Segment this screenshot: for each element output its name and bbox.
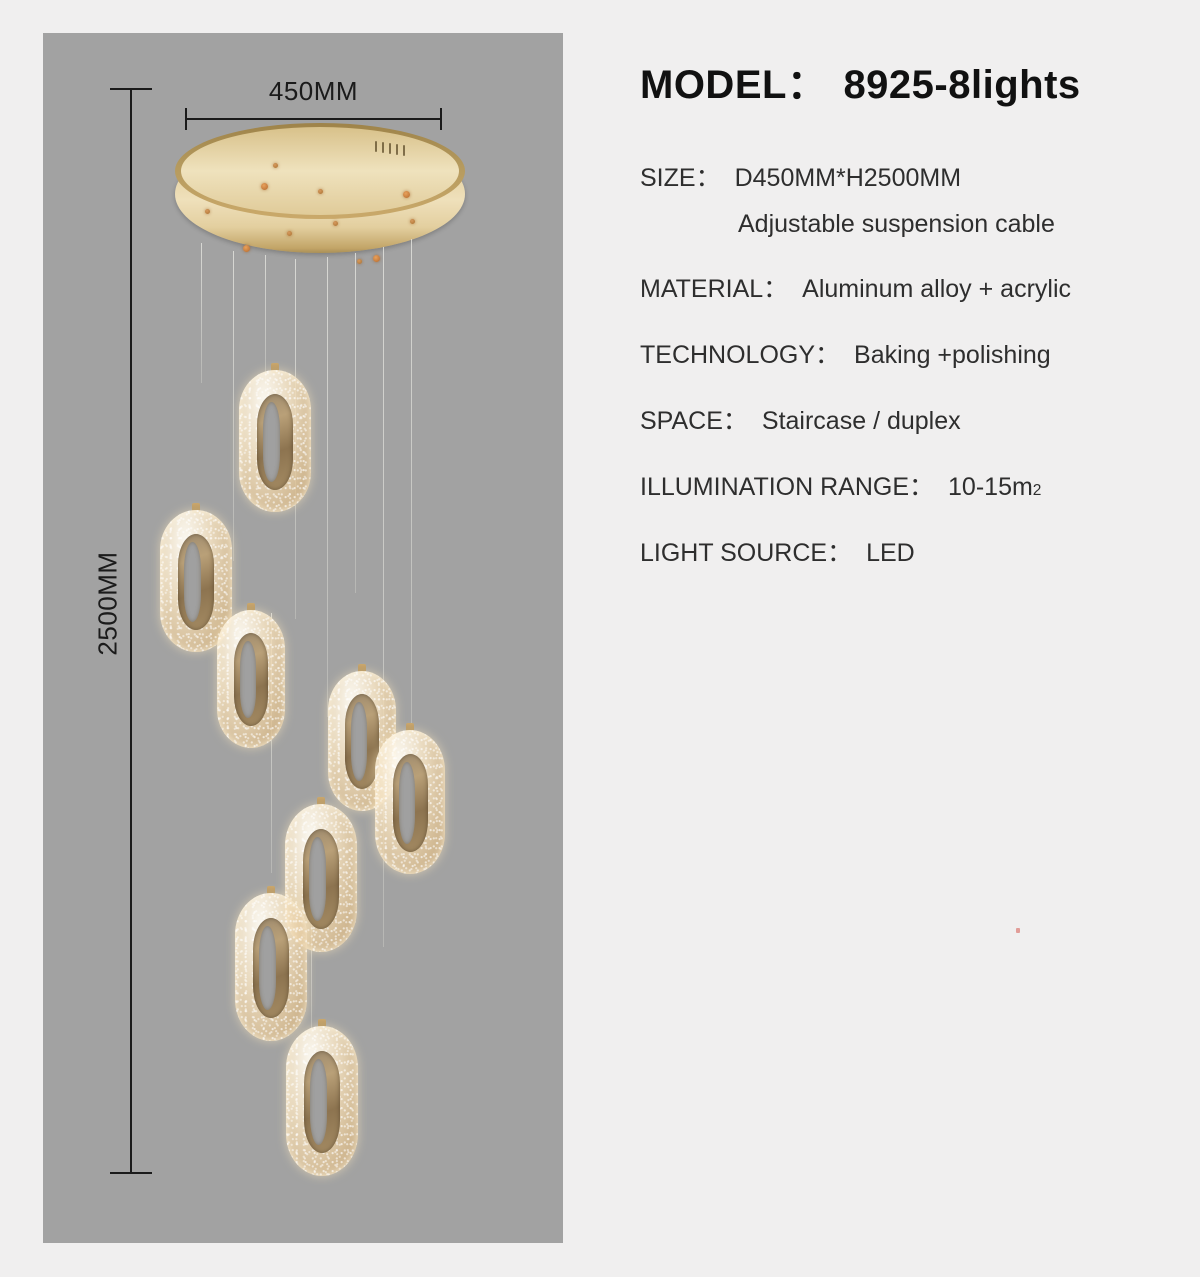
canopy-connector-point bbox=[261, 183, 268, 190]
height-dimension-tick-bottom bbox=[110, 1172, 152, 1174]
spec-key: TECHNOLOGY： bbox=[640, 341, 841, 369]
product-diagram-panel: 450MM 2500MM bbox=[43, 33, 563, 1243]
spec-value: Staircase / duplex bbox=[761, 407, 961, 435]
pendant-opening-void bbox=[259, 926, 276, 1010]
suspension-cable bbox=[271, 613, 272, 873]
image-artifact-speck bbox=[1016, 928, 1020, 933]
canopy-connector-point bbox=[205, 209, 210, 214]
spec-size-continuation: Adjustable suspension cable bbox=[738, 210, 1055, 238]
spec-value: D450MM*H2500MM bbox=[734, 164, 962, 192]
model-title: MODEL： 8925-8lights bbox=[640, 52, 1180, 110]
canopy-connector-point bbox=[243, 245, 250, 252]
pendant-opening-void bbox=[351, 702, 367, 781]
suspension-cable bbox=[411, 239, 412, 749]
canopy-vent-slot bbox=[396, 144, 398, 155]
specification-panel: MODEL：8925-8lights SIZE： D450MM*H2500MM … bbox=[640, 52, 1180, 599]
pendant-cap bbox=[358, 664, 366, 674]
pendant-lamp bbox=[286, 1019, 358, 1176]
spec-key: LIGHT SOURCE： bbox=[640, 539, 853, 567]
pendant-cap bbox=[317, 797, 325, 807]
suspension-cable bbox=[233, 251, 234, 561]
height-dimension: 2500MM bbox=[88, 88, 178, 1208]
canopy-vent-slot bbox=[375, 141, 377, 152]
canopy-connector-point bbox=[318, 189, 323, 194]
ceiling-canopy-plate bbox=[175, 123, 465, 264]
spec-row-light-source: LIGHT SOURCE： LED bbox=[640, 533, 1180, 569]
pendant-lamp bbox=[239, 363, 311, 512]
spec-value: 10-15m bbox=[948, 473, 1033, 501]
pendant-opening-void bbox=[310, 1059, 327, 1145]
canopy-connector-point bbox=[373, 255, 380, 262]
height-dimension-line bbox=[130, 88, 132, 1173]
canopy-connector-point bbox=[333, 221, 338, 226]
canopy-vent-slot bbox=[389, 143, 391, 154]
spec-value: LED bbox=[866, 539, 915, 567]
pendant-cap bbox=[406, 723, 414, 733]
pendant-cap bbox=[192, 503, 200, 513]
width-dimension-line bbox=[185, 118, 442, 120]
canopy-connector-point bbox=[287, 231, 292, 236]
pendant-opening-void bbox=[184, 542, 201, 622]
pendant-lamp bbox=[375, 723, 445, 874]
canopy-vent-slot bbox=[382, 142, 384, 153]
pendant-cap bbox=[267, 886, 275, 896]
canopy-connector-point bbox=[273, 163, 278, 168]
spec-value-superscript: 2 bbox=[1032, 482, 1042, 499]
pendant-opening-void bbox=[263, 402, 280, 482]
width-dimension-label: 450MM bbox=[268, 76, 359, 106]
pendant-lamp bbox=[160, 503, 232, 652]
suspension-cable bbox=[265, 255, 266, 385]
spec-key: SIZE： bbox=[640, 164, 721, 192]
suspension-cable bbox=[201, 243, 202, 383]
suspension-cable bbox=[355, 253, 356, 593]
model-title-label: MODEL： bbox=[640, 63, 828, 107]
spec-value: Baking +polishing bbox=[854, 341, 1051, 369]
spec-key: ILLUMINATION RANGE： bbox=[640, 473, 935, 501]
canopy-connector-point bbox=[357, 259, 362, 264]
pendant-opening-void bbox=[309, 837, 326, 921]
pendant-cap bbox=[318, 1019, 326, 1029]
pendant-cap bbox=[247, 603, 255, 613]
suspension-cable bbox=[327, 257, 328, 717]
pendant-opening-void bbox=[399, 762, 415, 844]
canopy-connector-point bbox=[410, 219, 415, 224]
spec-key: MATERIAL： bbox=[640, 275, 789, 303]
spec-row-material: MATERIAL： Aluminum alloy + acrylic bbox=[640, 269, 1180, 305]
pendant-lamp bbox=[217, 603, 285, 748]
suspension-cable bbox=[383, 247, 384, 947]
canopy-connector-point bbox=[403, 191, 410, 198]
spec-row-space: SPACE： Staircase / duplex bbox=[640, 401, 1180, 437]
canopy-vent-slot bbox=[403, 145, 405, 156]
spec-value: Aluminum alloy + acrylic bbox=[802, 275, 1072, 303]
height-dimension-label: 2500MM bbox=[92, 551, 123, 656]
canopy-top-surface bbox=[181, 127, 459, 215]
model-title-value: 8925-8lights bbox=[843, 63, 1081, 107]
width-dimension: 450MM bbox=[185, 76, 442, 130]
spec-key: SPACE： bbox=[640, 407, 748, 435]
spec-row-size: SIZE： D450MM*H2500MM bbox=[640, 158, 1180, 194]
pendant-opening-void bbox=[240, 641, 256, 718]
pendant-lamp bbox=[235, 886, 307, 1041]
spec-row-technology: TECHNOLOGY： Baking +polishing bbox=[640, 335, 1180, 371]
pendant-cap bbox=[271, 363, 279, 373]
